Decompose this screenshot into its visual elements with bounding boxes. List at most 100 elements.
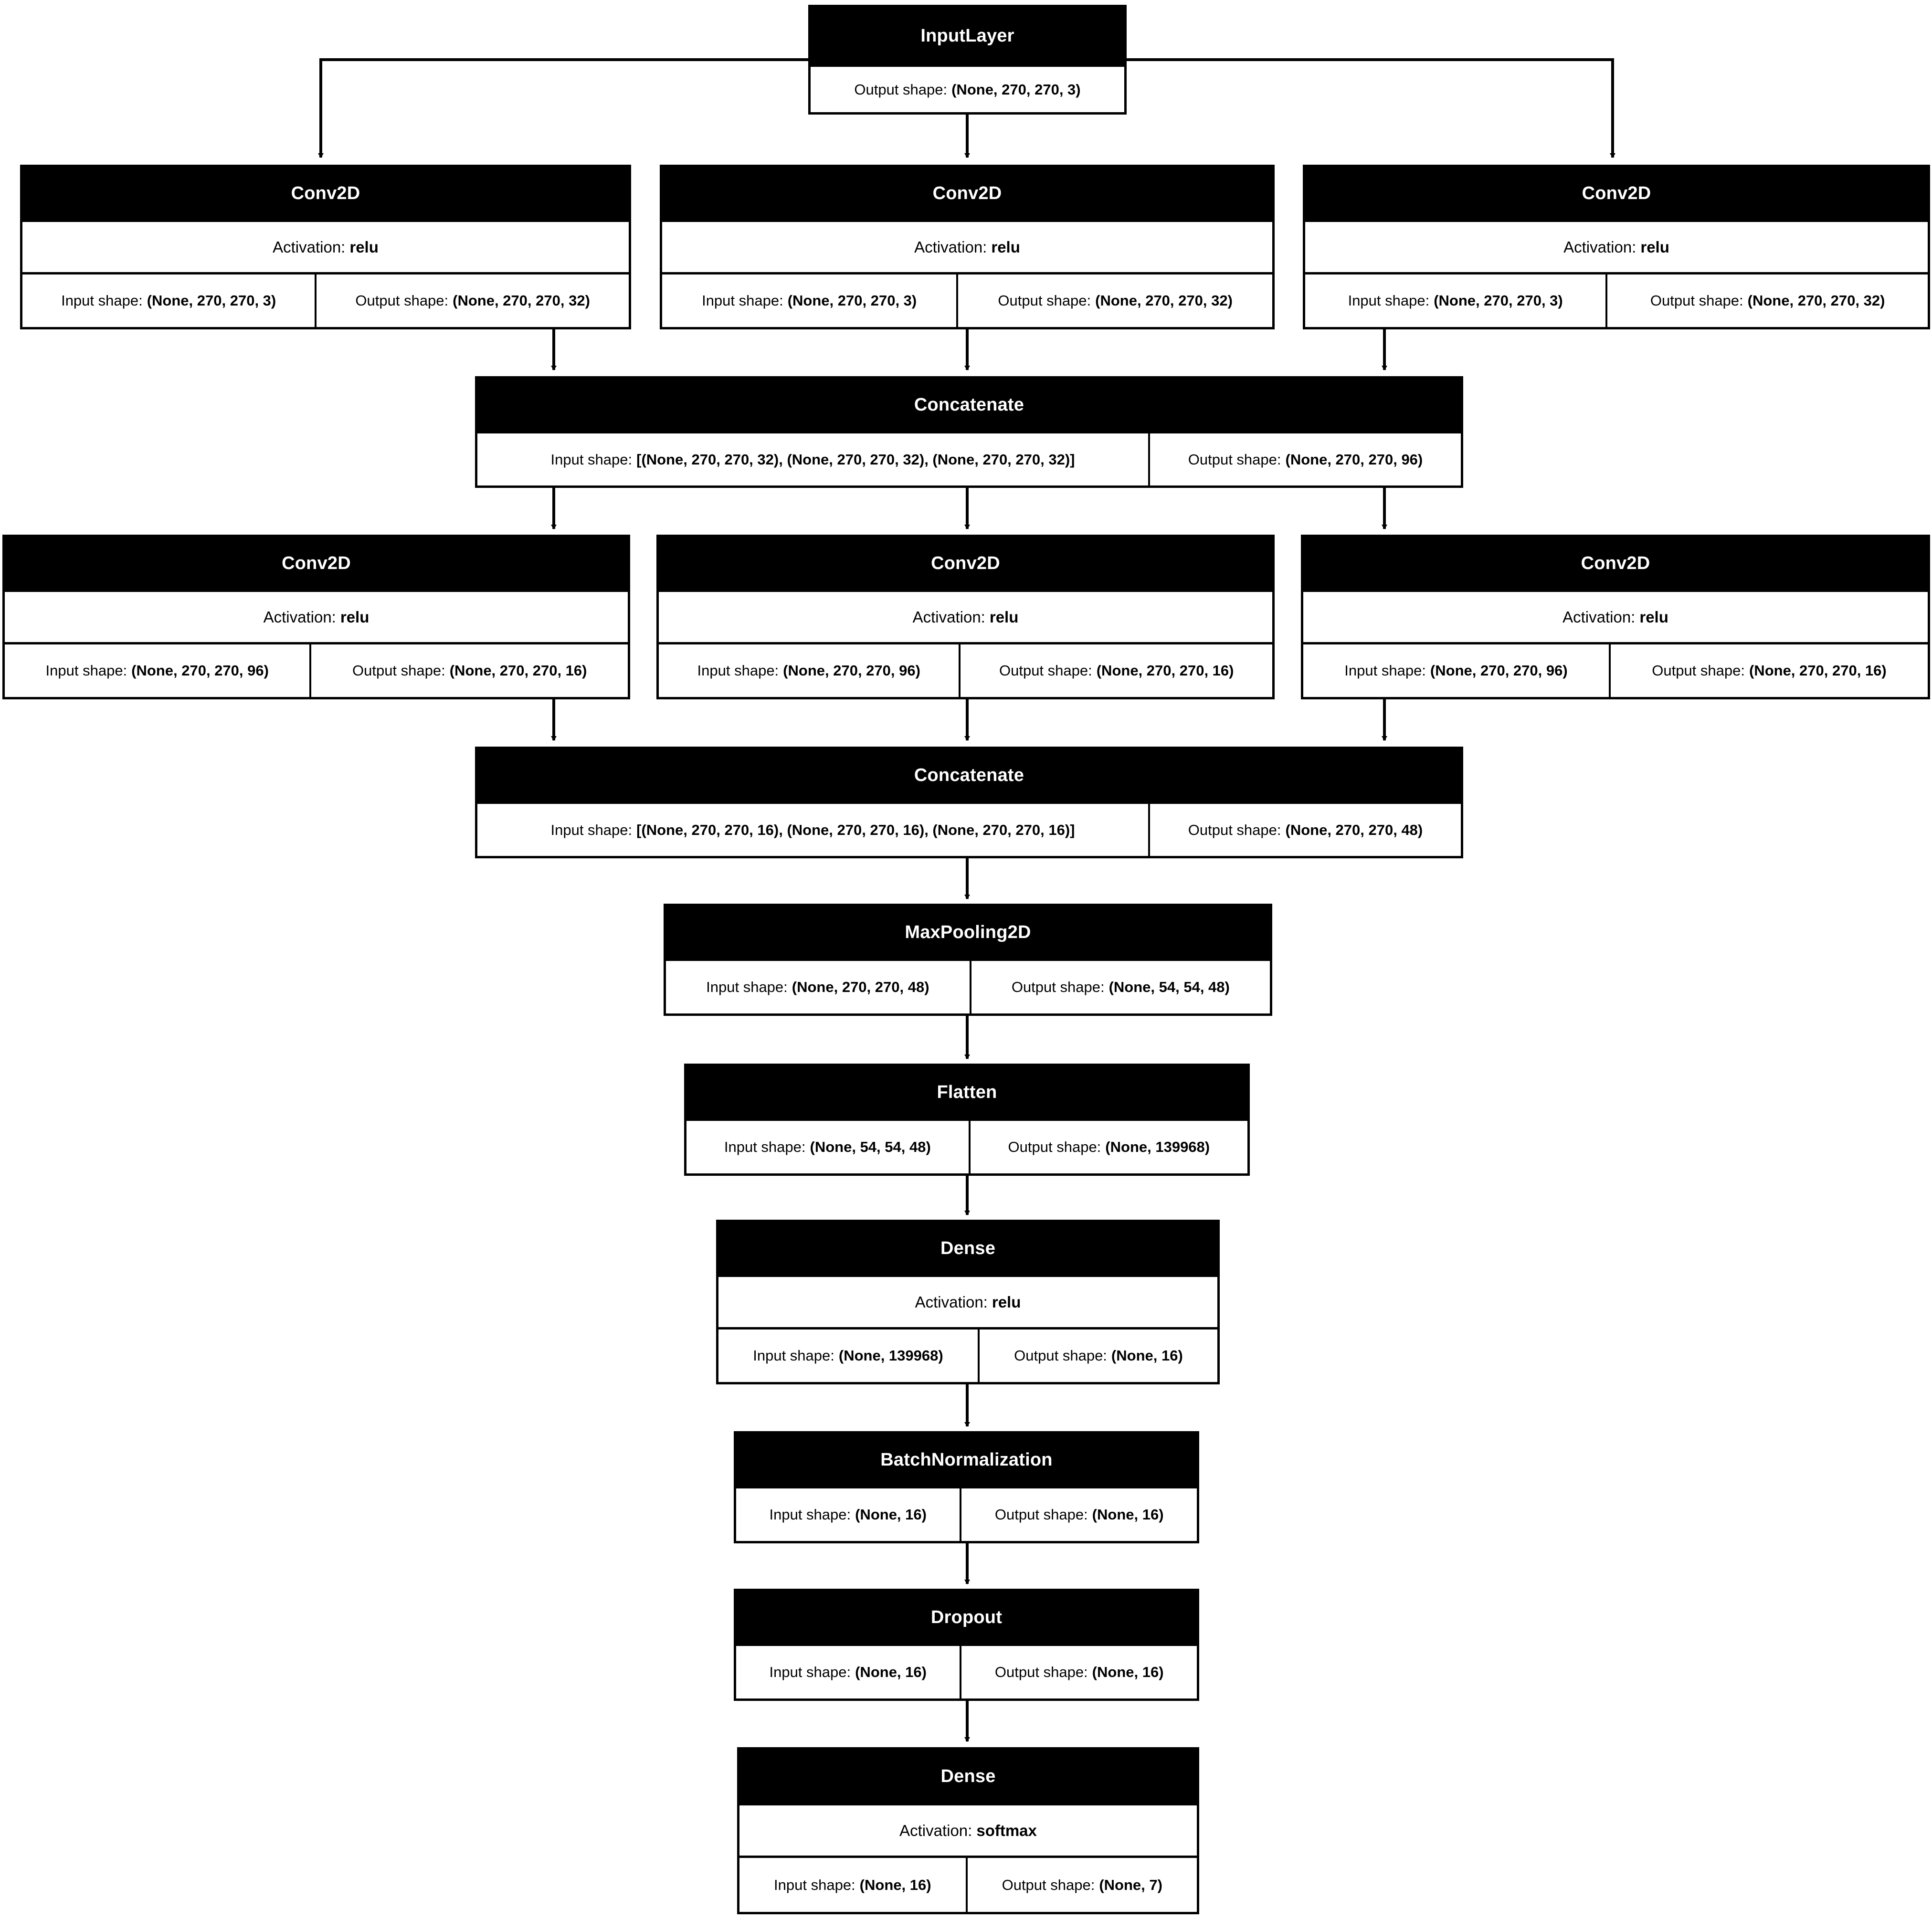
node-shape-row: Input shape:(None, 270, 270, 3) Output s… — [22, 274, 629, 327]
input-shape-cell: Input shape:(None, 270, 270, 96) — [659, 644, 959, 697]
output-shape-value: (None, 270, 270, 16) — [1096, 662, 1234, 679]
input-shape-label: Input shape: — [702, 292, 783, 309]
node-title: Concatenate — [477, 749, 1461, 802]
activation-row: Activation:relu — [5, 590, 628, 644]
input-shape-cell: Input shape:[(None, 270, 270, 32), (None… — [477, 433, 1148, 485]
output-shape-label: Output shape: — [355, 292, 449, 309]
input-shape-value: (None, 16) — [855, 1664, 927, 1680]
input-shape-label: Input shape: — [550, 821, 633, 838]
output-shape-cell: Output shape:(None, 270, 270, 32) — [956, 274, 1272, 327]
activation-value: relu — [989, 608, 1019, 626]
output-shape-label: Output shape: — [994, 1506, 1088, 1523]
input-shape-label: Input shape: — [769, 1506, 851, 1523]
node-title: Conv2D — [22, 167, 629, 220]
node-maxpooling2d[interactable]: MaxPooling2D Input shape:(None, 270, 270… — [664, 904, 1272, 1016]
node-flatten[interactable]: Flatten Input shape:(None, 54, 54, 48) O… — [684, 1064, 1250, 1176]
input-shape-label: Input shape: — [769, 1664, 851, 1680]
input-shape-label: Input shape: — [61, 292, 143, 309]
output-shape-value: (None, 7) — [1099, 1876, 1162, 1893]
node-input-layer[interactable]: InputLayer Output shape:(None, 270, 270,… — [808, 5, 1127, 115]
input-shape-cell: Input shape:(None, 16) — [739, 1858, 966, 1912]
activation-value: relu — [349, 238, 379, 256]
output-shape-value: (None, 270, 270, 16) — [449, 662, 587, 679]
output-shape-value: (None, 270, 270, 32) — [453, 292, 590, 309]
node-dense-1[interactable]: Dense Activation:relu Input shape:(None,… — [716, 1220, 1220, 1384]
node-concatenate-2[interactable]: Concatenate Input shape:[(None, 270, 270… — [475, 747, 1463, 858]
input-shape-cell: Input shape:[(None, 270, 270, 16), (None… — [477, 804, 1148, 856]
node-title: Conv2D — [1305, 167, 1928, 220]
output-shape-cell: Output shape:(None, 270, 270, 48) — [1148, 804, 1461, 856]
node-shape-row: Input shape:(None, 270, 270, 96) Output … — [659, 644, 1272, 697]
node-conv2d-4[interactable]: Conv2D Activation:relu Input shape:(None… — [2, 535, 630, 699]
node-shape-row: Input shape:(None, 270, 270, 3) Output s… — [1305, 274, 1928, 327]
output-shape-label: Output shape: — [352, 662, 445, 679]
node-conv2d-3[interactable]: Conv2D Activation:relu Input shape:(None… — [1303, 165, 1930, 329]
node-title: Concatenate — [477, 379, 1461, 431]
input-shape-cell: Input shape:(None, 16) — [736, 1488, 960, 1541]
output-shape-cell: Output shape:(None, 270, 270, 16) — [959, 644, 1272, 697]
output-shape-cell: Output shape:(None, 16) — [960, 1488, 1197, 1541]
input-shape-label: Input shape: — [774, 1876, 855, 1893]
input-shape-cell: Input shape:(None, 139968) — [718, 1329, 978, 1382]
output-shape-cell: Output shape:(None, 54, 54, 48) — [969, 961, 1270, 1013]
output-shape-cell: Output shape:(None, 270, 270, 32) — [1605, 274, 1928, 327]
input-shape-cell: Input shape:(None, 270, 270, 3) — [22, 274, 315, 327]
input-shape-cell: Input shape:(None, 16) — [736, 1646, 960, 1698]
node-conv2d-1[interactable]: Conv2D Activation:relu Input shape:(None… — [20, 165, 631, 329]
input-shape-cell: Input shape:(None, 54, 54, 48) — [686, 1121, 969, 1173]
node-shape-row: Input shape:(None, 54, 54, 48) Output sh… — [686, 1118, 1247, 1173]
output-shape-value: (None, 270, 270, 48) — [1285, 821, 1423, 838]
node-shape-row: Input shape:(None, 270, 270, 3) Output s… — [662, 274, 1272, 327]
output-shape-cell: Output shape:(None, 7) — [965, 1858, 1197, 1912]
node-conv2d-2[interactable]: Conv2D Activation:relu Input shape:(None… — [660, 165, 1275, 329]
node-title: Flatten — [686, 1066, 1247, 1118]
output-shape-cell: Output shape:(None, 270, 270, 32) — [315, 274, 629, 327]
output-shape-cell: Output shape:(None, 270, 270, 16) — [1608, 644, 1928, 697]
output-shape-value: (None, 16) — [1092, 1664, 1164, 1680]
node-shape-row: Input shape:(None, 16) Output shape:(Non… — [736, 1644, 1197, 1698]
node-title: InputLayer — [811, 7, 1124, 64]
input-shape-value: (None, 54, 54, 48) — [810, 1139, 931, 1155]
node-title: Conv2D — [1303, 537, 1928, 590]
node-shape-row: Input shape:(None, 270, 270, 96) Output … — [1303, 644, 1928, 697]
input-shape-value: (None, 139968) — [838, 1347, 943, 1364]
output-shape-label: Output shape: — [1014, 1347, 1107, 1364]
output-shape-label: Output shape: — [1002, 1876, 1095, 1893]
activation-label: Activation: — [1562, 608, 1636, 626]
node-title: Conv2D — [5, 537, 628, 590]
output-shape-label: Output shape: — [1188, 451, 1281, 468]
activation-label: Activation: — [899, 1821, 972, 1839]
node-shape-row: Input shape:(None, 270, 270, 48) Output … — [666, 959, 1270, 1013]
output-shape-label: Output shape: — [1188, 821, 1281, 838]
output-shape-label: Output shape: — [1652, 662, 1745, 679]
input-shape-cell: Input shape:(None, 270, 270, 3) — [662, 274, 956, 327]
input-shape-cell: Input shape:(None, 270, 270, 96) — [1303, 644, 1609, 697]
activation-label: Activation: — [1563, 238, 1636, 256]
node-shape-row: Input shape:(None, 16) Output shape:(Non… — [739, 1858, 1197, 1912]
node-title: Conv2D — [659, 537, 1272, 590]
node-batchnormalization[interactable]: BatchNormalization Input shape:(None, 16… — [734, 1431, 1199, 1543]
output-shape-label: Output shape: — [1650, 292, 1743, 309]
activation-row: Activation:relu — [659, 590, 1272, 644]
input-shape-label: Input shape: — [1344, 662, 1426, 679]
output-shape-label: Output shape: — [994, 1664, 1088, 1680]
input-shape-value: [(None, 270, 270, 16), (None, 270, 270, … — [636, 821, 1075, 838]
node-concatenate-1[interactable]: Concatenate Input shape:[(None, 270, 270… — [475, 376, 1463, 488]
node-dense-2[interactable]: Dense Activation:softmax Input shape:(No… — [737, 1747, 1199, 1914]
activation-row: Activation:softmax — [739, 1803, 1197, 1858]
node-shape-row: Input shape:[(None, 270, 270, 32), (None… — [477, 431, 1461, 485]
node-shape-row: Input shape:(None, 270, 270, 96) Output … — [5, 644, 628, 697]
node-conv2d-6[interactable]: Conv2D Activation:relu Input shape:(None… — [1301, 535, 1930, 699]
input-shape-value: (None, 270, 270, 96) — [1430, 662, 1568, 679]
output-shape-cell: Output shape:(None, 270, 270, 16) — [309, 644, 628, 697]
node-conv2d-5[interactable]: Conv2D Activation:relu Input shape:(None… — [656, 535, 1275, 699]
output-shape-cell: Output shape:(None, 16) — [960, 1646, 1197, 1698]
activation-label: Activation: — [912, 608, 985, 626]
node-dropout[interactable]: Dropout Input shape:(None, 16) Output sh… — [734, 1589, 1199, 1701]
node-shape-row: Input shape:[(None, 270, 270, 16), (None… — [477, 802, 1461, 856]
node-shape-row: Input shape:(None, 16) Output shape:(Non… — [736, 1486, 1197, 1541]
output-shape-value: (None, 270, 270, 32) — [1095, 292, 1233, 309]
output-shape-value: (None, 270, 270, 96) — [1285, 451, 1423, 468]
output-shape-value: (None, 16) — [1111, 1347, 1183, 1364]
